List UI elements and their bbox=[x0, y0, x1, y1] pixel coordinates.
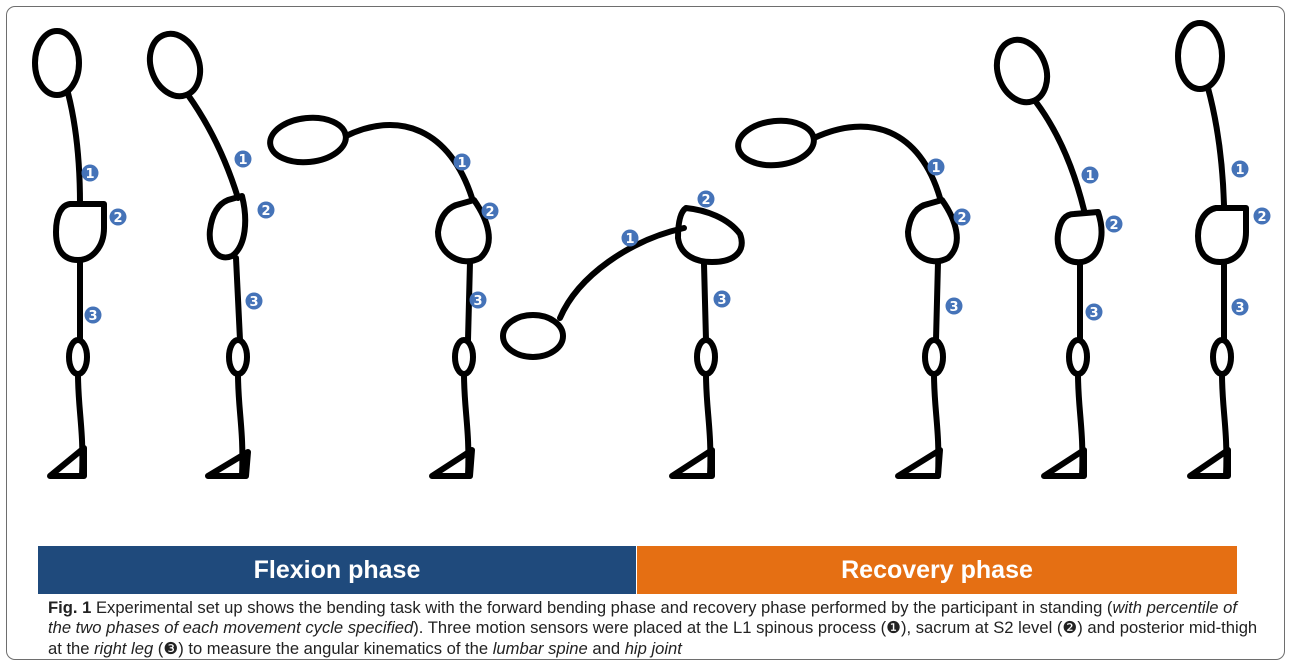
caption-text: ), sacrum at S2 level ( bbox=[901, 618, 1063, 638]
stick-figure-standing-end bbox=[1175, 20, 1271, 479]
figure-label: Fig. 1 bbox=[48, 598, 92, 617]
caption-text: Experimental set up shows the bending ta… bbox=[91, 598, 1113, 617]
caption-italic: right leg bbox=[94, 638, 154, 658]
figure-caption: Fig. 1 Experimental set up shows the ben… bbox=[48, 598, 1263, 659]
stick-figure-standing-start bbox=[32, 28, 127, 479]
stick-figure-mid-flexion bbox=[267, 114, 499, 479]
caption-text: ( bbox=[153, 638, 164, 658]
caption-italic: lumbar spine bbox=[492, 638, 588, 658]
caption-italic: with percentile of the two phases of eac… bbox=[48, 598, 1237, 638]
caption-text: ) to measure the angular kinematics of t… bbox=[178, 638, 493, 658]
stick-figure-full-flexion bbox=[500, 191, 745, 479]
stick-figure-mid-recovery bbox=[993, 36, 1123, 479]
stick-figure-early-flexion bbox=[146, 30, 275, 479]
caption-italic: hip joint bbox=[624, 638, 682, 658]
stick-figure-early-recovery bbox=[735, 117, 971, 479]
caption-text: ). Three motion sensors were placed at t… bbox=[413, 618, 887, 638]
recovery-phase-bar: Recovery phase bbox=[637, 546, 1237, 594]
caption-text: ) and posterior mid-thigh at the bbox=[48, 618, 1258, 658]
bending-sequence-illustration: 1 2 3 bbox=[32, 20, 1293, 479]
caption-marker-3: ❸ bbox=[163, 638, 179, 658]
caption-text: and bbox=[587, 638, 625, 658]
caption-marker-2: ❷ bbox=[1062, 618, 1078, 638]
caption-marker-1: ❶ bbox=[886, 618, 902, 638]
flexion-phase-bar: Flexion phase bbox=[38, 546, 636, 594]
